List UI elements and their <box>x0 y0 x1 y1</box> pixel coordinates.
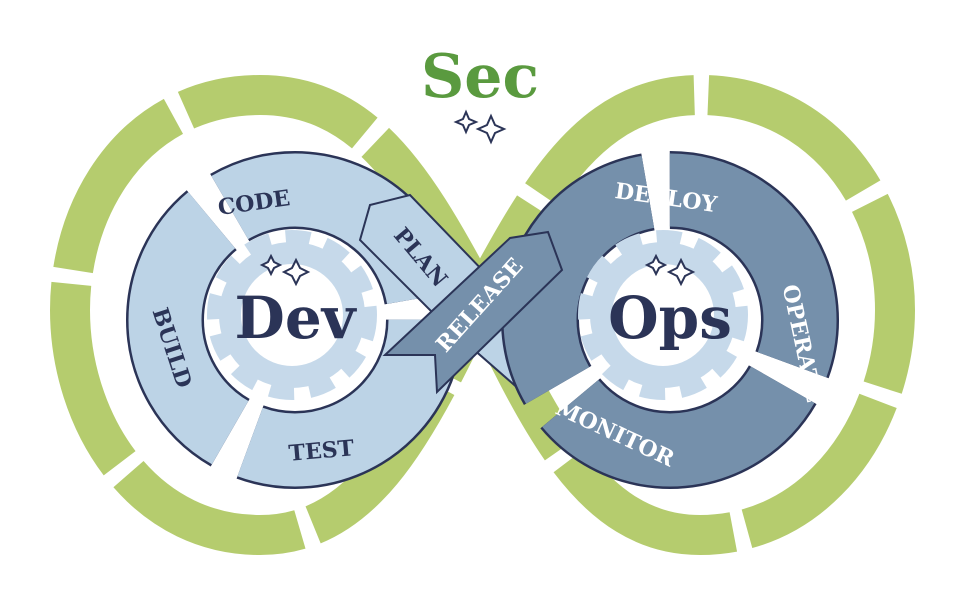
ops-center-label: Ops <box>608 284 732 352</box>
dev-center-label: Dev <box>235 284 358 352</box>
stage-test: TEST <box>288 435 356 467</box>
dev-ring <box>126 151 464 489</box>
sparkle-icon <box>453 109 507 145</box>
ops-ring <box>501 151 839 489</box>
sparkle-icon <box>259 253 696 287</box>
sec-title: Sec <box>421 42 539 112</box>
release-arrow <box>382 230 564 395</box>
